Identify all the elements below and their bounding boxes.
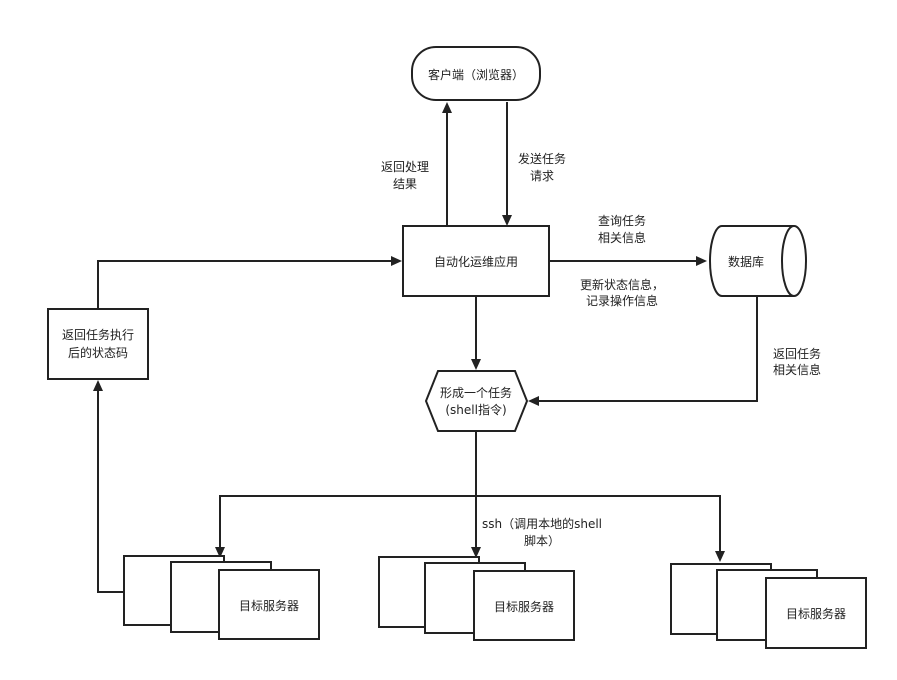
- ssh-call-line-1: ssh（调用本地的shell: [482, 516, 602, 531]
- return-task-info-line-1: 返回任务: [773, 346, 821, 361]
- server-3-label: 目标服务器: [786, 606, 846, 621]
- task-line-2: (shell指令): [445, 402, 506, 417]
- query-task-line-1: 查询任务: [598, 213, 646, 228]
- return-result-line-2: 结果: [393, 177, 417, 191]
- edge-status-to-app: [97, 256, 402, 308]
- server-1-label: 目标服务器: [239, 598, 299, 613]
- return-task-info-label: 返回任务 相关信息: [773, 346, 821, 377]
- server-2-label: 目标服务器: [494, 599, 554, 614]
- server-group-3: 目标服务器: [670, 563, 867, 649]
- ssh-call-line-2: 脚本）: [524, 533, 560, 548]
- server-group-1: 目标服务器: [123, 555, 320, 640]
- send-request-line-1: 发送任务: [518, 151, 566, 166]
- database-node: 数据库: [709, 225, 807, 297]
- edge-servers-to-status: [93, 380, 124, 593]
- update-status-label: 更新状态信息， 记录操作信息: [580, 277, 664, 308]
- edge-app-to-database: [549, 256, 707, 266]
- ssh-call-label: ssh（调用本地的shell 脚本）: [482, 516, 602, 548]
- edge-send-request: [502, 102, 512, 226]
- update-status-line-2: 记录操作信息: [586, 293, 658, 308]
- server-group-2: 目标服务器: [378, 556, 575, 641]
- automation-app-node: 自动化运维应用: [402, 225, 550, 297]
- edge-app-to-task: [471, 296, 481, 370]
- client-label: 客户端（浏览器）: [428, 67, 524, 82]
- edge-return-result: [442, 102, 452, 226]
- send-request-label: 发送任务 请求: [518, 151, 566, 183]
- send-request-line-2: 请求: [530, 169, 554, 183]
- update-status-line-1: 更新状态信息，: [580, 277, 664, 292]
- edge-task-to-servers: [215, 432, 725, 562]
- database-label: 数据库: [728, 254, 764, 269]
- query-task-label: 查询任务 相关信息: [598, 213, 646, 245]
- status-code-node: 返回任务执行 后的状态码: [47, 308, 149, 380]
- return-result-label: 返回处理 结果: [381, 160, 429, 191]
- app-label: 自动化运维应用: [434, 254, 518, 269]
- task-line-1: 形成一个任务: [440, 385, 512, 400]
- client-browser-node: 客户端（浏览器）: [411, 46, 541, 101]
- return-task-info-line-2: 相关信息: [773, 362, 821, 377]
- status-code-line-1: 返回任务执行: [62, 327, 134, 342]
- query-task-line-2: 相关信息: [598, 230, 646, 245]
- edge-database-to-task: [528, 296, 758, 406]
- status-code-line-2: 后的状态码: [68, 345, 128, 360]
- return-result-line-1: 返回处理: [381, 160, 429, 174]
- task-node: 形成一个任务 (shell指令): [424, 370, 529, 432]
